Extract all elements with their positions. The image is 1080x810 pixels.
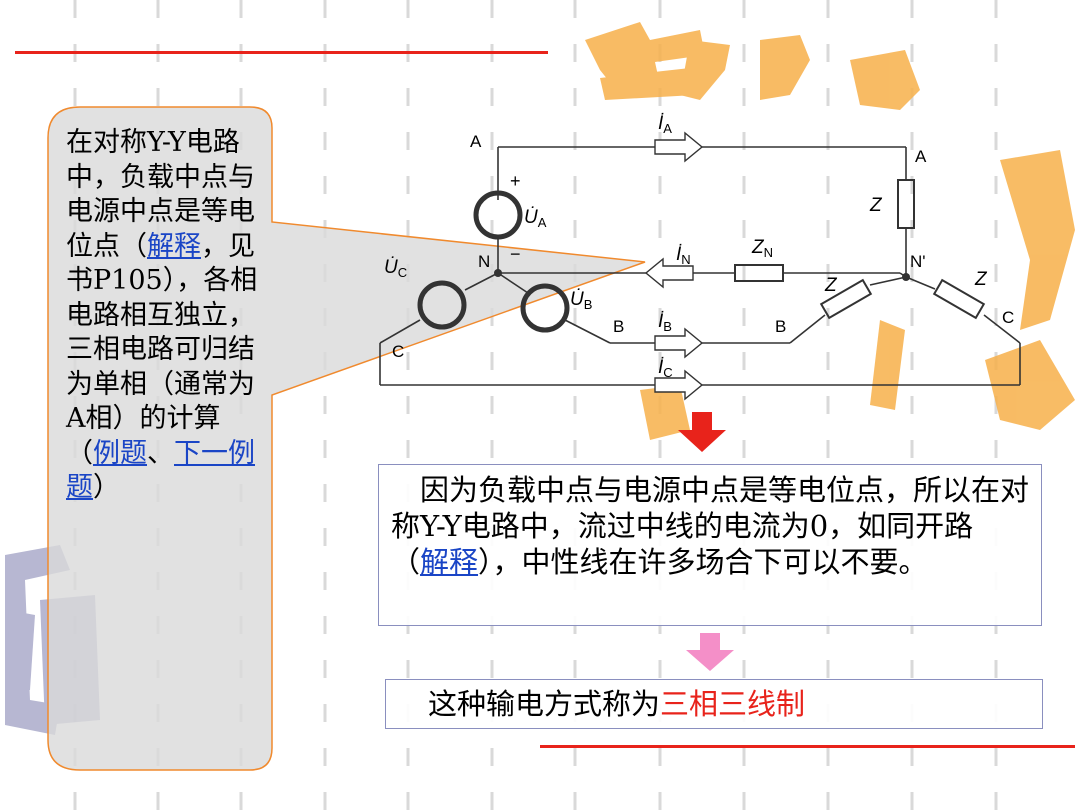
callout-close: ） — [93, 472, 120, 503]
source-uc-label: U̇C — [384, 257, 407, 280]
current-ic-label: İC — [658, 357, 673, 380]
pink-down-arrow-icon — [686, 633, 734, 671]
current-in-label: İN — [676, 244, 691, 267]
explanation-link[interactable]: 解释 — [420, 545, 479, 579]
node-a-right-label: A — [915, 147, 927, 166]
node-b-right-label: B — [775, 317, 786, 336]
node-c-left-label: C — [392, 342, 404, 361]
explanation-text-b: ），中性线在许多场合下可以不要。 — [478, 545, 928, 579]
impedance-z-a: Z — [869, 195, 883, 216]
top-divider-line — [15, 51, 548, 54]
conclusion-box: 这种输电方式称为三相三线制 — [385, 679, 1043, 729]
example-link[interactable]: 例题 — [93, 437, 147, 469]
node-b-left-label: B — [613, 317, 624, 336]
callout-text: 在对称Y-Y电路中，负载中点与电源中点是等电位点（解释，见书P105），各相电路… — [66, 126, 262, 506]
plus-sign: + — [510, 171, 521, 191]
bottom-divider-line — [540, 745, 1075, 748]
current-ia-label: İA — [658, 113, 672, 136]
impedance-z-b: Z — [824, 275, 838, 296]
red-down-arrow-icon — [678, 412, 726, 452]
minus-sign: − — [510, 244, 521, 264]
current-ib-label: İB — [658, 311, 672, 334]
callout-line-2: ，见书P105），各相电路相互独立，三相电路可归结为单相（通常为A相）的计算（ — [66, 230, 258, 469]
explanation-box: 因为负载中点与电源中点是等电位点，所以在对称Y-Y电路中，流过中线的电流为0，如… — [378, 464, 1042, 626]
conclusion-highlight: 三相三线制 — [660, 687, 806, 721]
impedance-z-c: Z — [974, 269, 988, 290]
conclusion-prefix: 这种输电方式称为 — [428, 687, 661, 721]
node-nprime-label: N' — [910, 252, 926, 271]
source-ub-label: U̇B — [570, 289, 592, 312]
callout-separator: 、 — [147, 437, 174, 469]
next-example-link[interactable]: 下一例题 — [66, 437, 255, 504]
impedance-zn: ZN — [751, 237, 773, 260]
yy-circuit-diagram: A A B B C C N N' + − Z Z Z ZN İA İN İB İ… — [379, 113, 1021, 401]
source-ua-label: U̇A — [524, 207, 547, 230]
node-n-label: N — [478, 252, 490, 271]
node-c-right-label: C — [1002, 308, 1014, 327]
callout-line-1: 在对称Y-Y电路中，负载中点与电源中点是等电位点（ — [66, 127, 255, 262]
node-a-left-label: A — [470, 132, 482, 151]
explanation-text-a: 因为负载中点与电源中点是等电位点，所以在对称Y-Y电路中，流过中线的电流为0，如… — [391, 473, 1030, 579]
explain-link[interactable]: 解释 — [147, 230, 201, 262]
